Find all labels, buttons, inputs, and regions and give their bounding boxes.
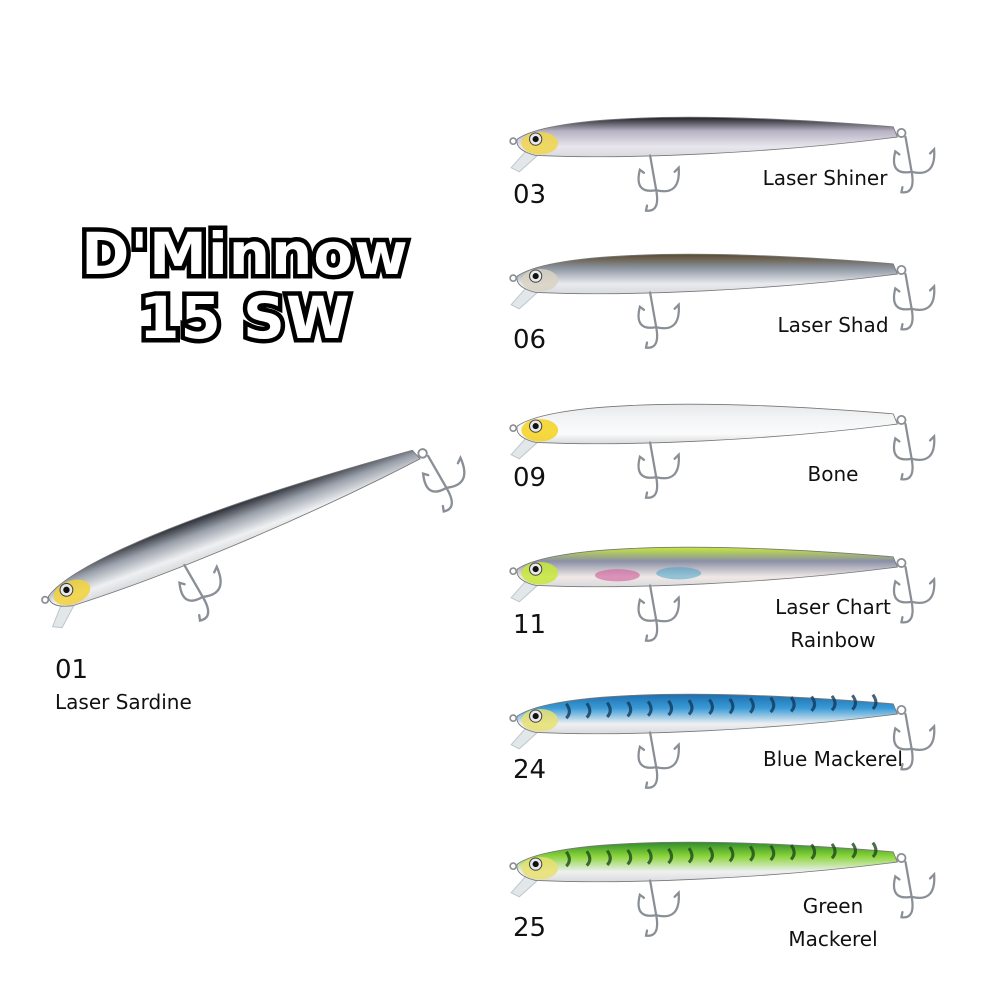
lure-body [516, 403, 898, 445]
lure-image-11 [509, 546, 936, 642]
lure-name-03: Laser Shiner [762, 166, 888, 190]
treble-hook-icon [892, 272, 936, 331]
title-line-1: D'Minnow [77, 218, 413, 291]
lure-name-11-line-2: Rainbow [790, 628, 876, 652]
treble-hook-icon [892, 135, 936, 194]
treble-hook-icon [892, 712, 936, 771]
treble-hook-icon [637, 154, 680, 212]
treble-hook-icon [421, 454, 466, 513]
treble-hook-icon [637, 441, 680, 499]
treble-hook-icon [178, 563, 222, 622]
treble-hook-icon [637, 584, 680, 642]
lure-name-24: Blue Mackerel [763, 747, 903, 771]
treble-hook-icon [892, 565, 936, 624]
treble-hook-icon [637, 731, 680, 789]
lure-name-01: Laser Sardine [55, 690, 192, 714]
title-line-2: 15 SW [135, 282, 355, 355]
product-title: D'Minnow 15 SW [70, 218, 420, 355]
lure-code-06: 06 [513, 325, 547, 355]
lure-image-06 [509, 253, 936, 349]
treble-hook-icon [637, 291, 680, 349]
lure-body [516, 841, 898, 883]
lure-image-01 [41, 448, 466, 629]
lure-name-06: Laser Shad [777, 313, 889, 337]
lure-code-24: 24 [513, 755, 547, 785]
lure-body [516, 253, 898, 295]
lure-code-01: 01 [55, 655, 89, 685]
lure-code-09: 09 [513, 463, 547, 493]
lure-name-25-line-2: Mackerel [788, 927, 878, 951]
lure-name-25-line-1: Green [802, 894, 864, 918]
lure-code-03: 03 [513, 180, 547, 210]
lure-code-25: 25 [513, 913, 547, 943]
lure-name-25: Green Mackerel [733, 890, 933, 956]
lure-image-24 [509, 693, 936, 789]
lure-body [516, 116, 898, 158]
lure-image-25 [509, 841, 936, 937]
lure-name-11: Laser Chart Rainbow [733, 591, 933, 657]
lure-image-03 [509, 116, 936, 212]
lure-body [516, 546, 898, 588]
treble-hook-icon [892, 422, 936, 481]
lure-body [516, 693, 898, 735]
lure-body [47, 449, 421, 607]
lure-code-11: 11 [513, 610, 547, 640]
treble-hook-icon [892, 860, 936, 919]
lure-name-09: Bone [807, 462, 859, 486]
treble-hook-icon [637, 879, 680, 937]
lure-name-11-line-1: Laser Chart [775, 595, 891, 619]
lure-image-09 [509, 403, 936, 499]
